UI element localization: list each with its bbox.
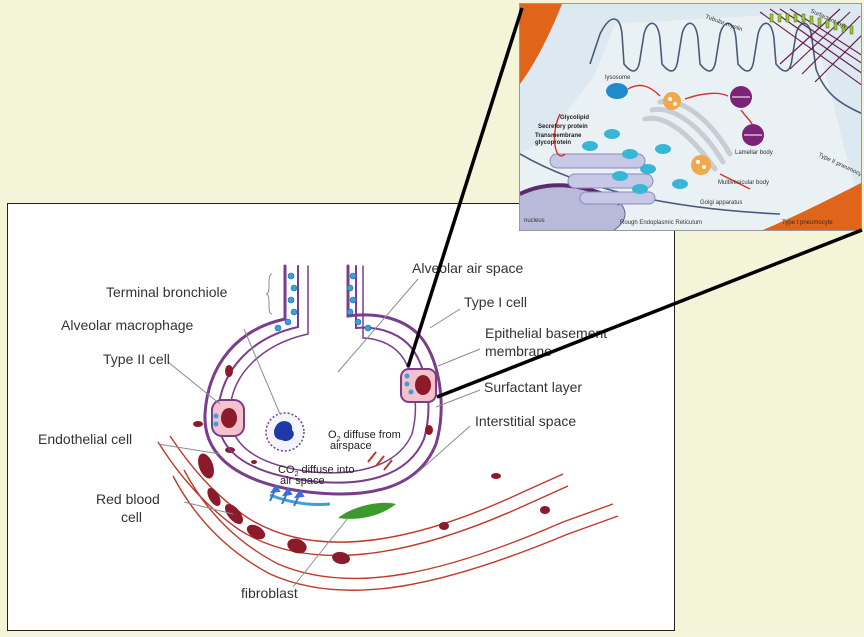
zoom-line-top bbox=[408, 8, 522, 367]
zoom-line-bottom bbox=[437, 230, 862, 397]
